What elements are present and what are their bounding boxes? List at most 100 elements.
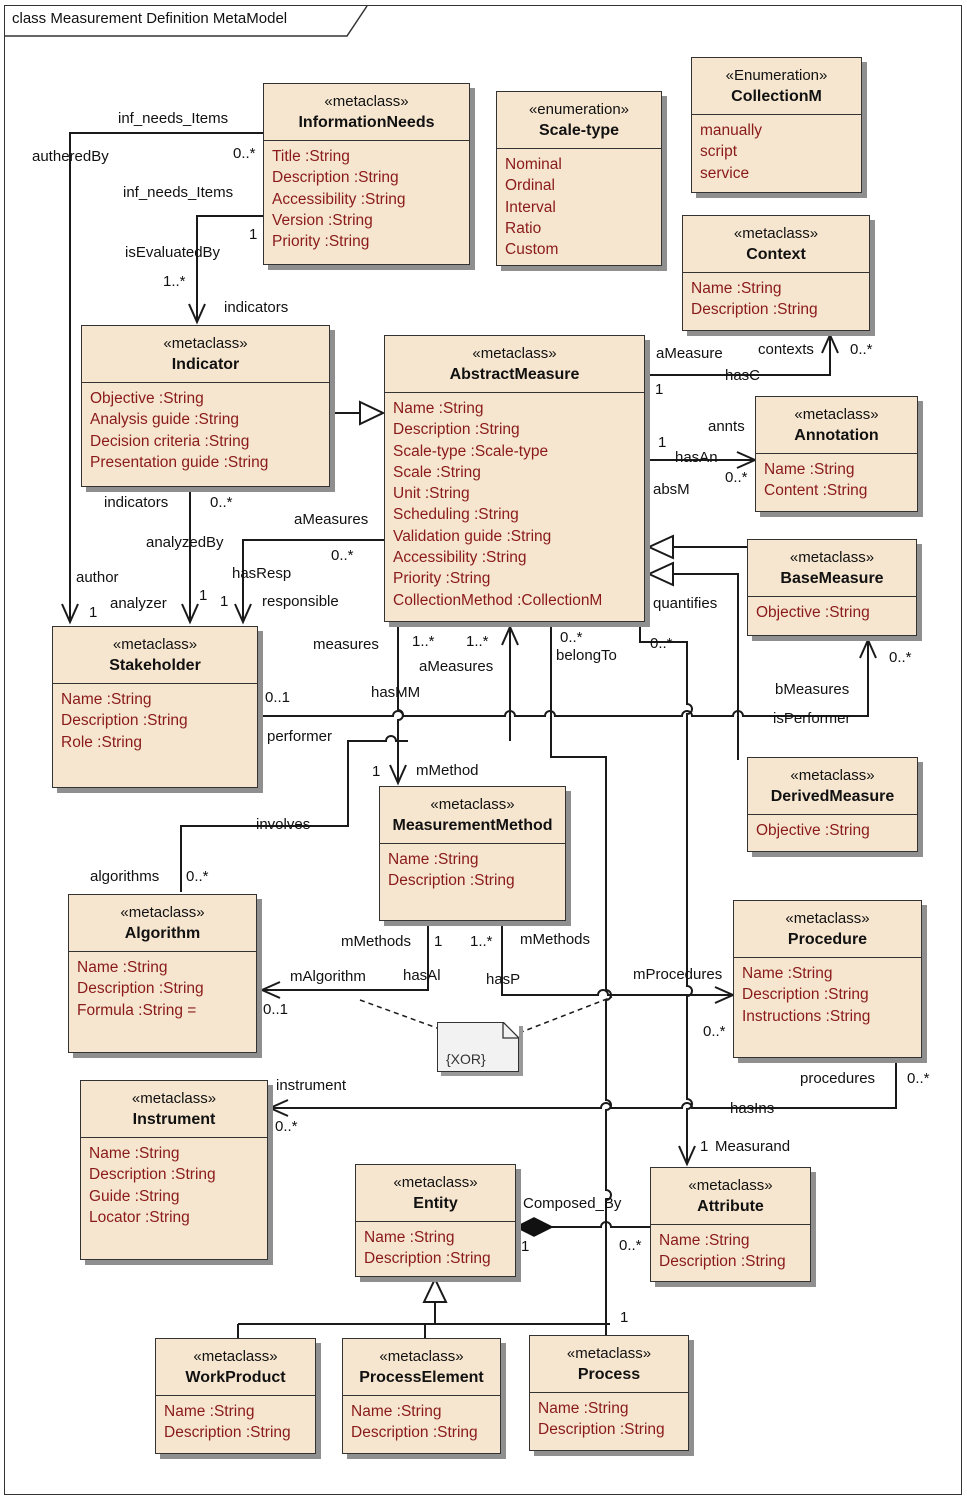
has-mm-connector <box>397 622 404 783</box>
role-label: instrument <box>276 1077 347 1094</box>
has-ins-connector <box>270 1058 897 1109</box>
class-algorithm[interactable]: «metaclass»Algorithm Name :String Descri… <box>68 894 257 1053</box>
attribute: Description :String <box>388 872 515 890</box>
has-c-arrow <box>821 332 839 354</box>
multiplicity-label: 1..* <box>412 633 435 650</box>
attribute: Content :String <box>764 482 868 500</box>
stereotype: «metaclass» <box>324 93 409 110</box>
attribute: Description :String <box>89 1166 216 1184</box>
multiplicity-label: 0..* <box>703 1023 726 1040</box>
class-name: ProcessElement <box>359 1369 484 1386</box>
class-abstract-measure[interactable]: «metaclass»AbstractMeasure Name :String … <box>384 335 645 622</box>
role-label: aMeasures <box>419 658 494 675</box>
multiplicity-label: 0..* <box>889 649 912 666</box>
attribute: Name :String <box>388 851 479 868</box>
role-label: annts <box>708 418 745 435</box>
class-information-needs[interactable]: «metaclass»InformationNeeds Title :Strin… <box>263 83 470 265</box>
class-procedure[interactable]: «metaclass»Procedure Name :String Descri… <box>733 900 922 1058</box>
role-label: autheredBy <box>32 148 109 165</box>
multiplicity-label: 1..* <box>466 633 489 650</box>
diagram-frame <box>4 5 962 1495</box>
belong-to-connector <box>550 622 612 1335</box>
enum-collection-m[interactable]: «Enumeration»CollectionM manually script… <box>691 57 862 193</box>
has-al-connector <box>262 922 429 991</box>
multiplicity-label: 1 <box>249 226 258 243</box>
attribute: Name :String <box>164 1403 255 1420</box>
class-derived-measure[interactable]: «metaclass»DerivedMeasure Objective :Str… <box>747 757 918 852</box>
enum-scale-type[interactable]: «enumeration»Scale-type Nominal Ordinal … <box>496 91 662 266</box>
stereotype: «metaclass» <box>790 767 875 784</box>
role-label: hasAl <box>403 967 441 984</box>
role-label: aMeasures <box>294 511 369 528</box>
diagram-title: class Measurement Definition MetaModel <box>12 10 288 27</box>
class-process-element[interactable]: «metaclass» ProcessElement Name :String D… <box>342 1338 501 1454</box>
attribute: Locator :String <box>89 1208 190 1226</box>
enum-literal: Nominal <box>505 156 562 173</box>
multiplicity-label: 0..* <box>275 1118 298 1135</box>
attribute: CollectionMethod :CollectionM <box>393 591 603 609</box>
authered-by-arrow <box>61 603 79 625</box>
attribute: Name :String <box>77 959 168 976</box>
class-name: Annotation <box>794 427 879 444</box>
class-context[interactable]: «metaclass»Context Name :String Descript… <box>682 215 870 331</box>
class-name: AbstractMeasure <box>449 366 580 383</box>
class-name: Algorithm <box>124 925 201 942</box>
stereotype: «metaclass» <box>193 1348 278 1365</box>
role-label: hasC <box>725 367 761 384</box>
class-indicator[interactable]: «metaclass»Indicator Objective :String A… <box>81 325 330 487</box>
role-label: algorithms <box>90 868 160 885</box>
role-label: inf_needs_Items <box>118 110 229 127</box>
is-evaluated-by-connector <box>196 215 263 322</box>
stereotype: «metaclass» <box>379 1348 464 1365</box>
role-label: measures <box>313 636 379 653</box>
role-label: author <box>76 569 119 586</box>
role-label: involves <box>256 816 311 833</box>
attribute: Name :String <box>61 691 152 708</box>
attribute: Description :String <box>272 169 399 187</box>
attribute: Title :String <box>272 148 350 165</box>
role-label: mMethod <box>416 762 479 779</box>
enum-literal: script <box>700 143 738 161</box>
attribute: Description :String <box>77 980 204 998</box>
xor-constraint-note[interactable]: {XOR} <box>437 1022 519 1072</box>
class-instrument[interactable]: «metaclass»Instrument Name :String Descr… <box>80 1080 268 1260</box>
attribute: Name :String <box>351 1403 442 1420</box>
class-attribute[interactable]: «metaclass»Attribute Name :String Descri… <box>650 1167 811 1282</box>
attribute: Objective :String <box>756 822 870 839</box>
attribute: Name :String <box>393 400 484 417</box>
class-process[interactable]: «metaclass»Process Name :String Descript… <box>529 1335 689 1451</box>
attribute: Scale-type :Scale-type <box>393 442 549 460</box>
entity-generalization-triangle <box>422 1276 448 1303</box>
stereotype: «metaclass» <box>794 406 879 423</box>
role-label: inf_needs_Items <box>123 184 234 201</box>
class-base-measure[interactable]: «metaclass»BaseMeasure Objective :String <box>747 539 917 636</box>
attribute: Name :String <box>659 1232 750 1249</box>
has-resp-arrow <box>234 603 252 625</box>
attribute: Name :String <box>89 1145 180 1162</box>
class-measurement-method[interactable]: «metaclass»MeasurementMethod Name :Strin… <box>379 786 566 921</box>
role-label: hasAn <box>675 449 718 466</box>
attribute: Role :String <box>61 733 142 751</box>
class-name: Process <box>577 1366 641 1383</box>
attribute: Scheduling :String <box>393 506 519 524</box>
class-work-product[interactable]: «metaclass»WorkProduct Name :String Desc… <box>155 1338 316 1454</box>
class-name: Context <box>746 246 806 263</box>
class-entity[interactable]: «metaclass»Entity Name :String Descripti… <box>355 1164 516 1277</box>
quantifies-arrow <box>501 624 519 646</box>
attribute: Description :String <box>691 301 818 319</box>
class-stakeholder[interactable]: «metaclass»Stakeholder Name :String Desc… <box>52 626 258 788</box>
multiplicity-label: 0..* <box>233 145 256 162</box>
multiplicity-label: 1 <box>434 933 443 950</box>
role-label: mProcedures <box>633 966 723 983</box>
attribute: Name :String <box>691 280 782 297</box>
class-annotation[interactable]: «metaclass»Annotation Name :String Conte… <box>755 396 918 512</box>
composition-diamond <box>514 1217 554 1237</box>
note-fold-corner <box>502 1022 519 1039</box>
attribute: Description :String <box>351 1424 478 1442</box>
xor-link-algorithm <box>359 999 438 1029</box>
class-name: WorkProduct <box>185 1369 286 1386</box>
is-performer-arrow <box>859 637 877 659</box>
class-name: Entity <box>413 1195 458 1212</box>
enum-literal: Custom <box>505 241 559 259</box>
multiplicity-label: 1 <box>655 381 664 398</box>
